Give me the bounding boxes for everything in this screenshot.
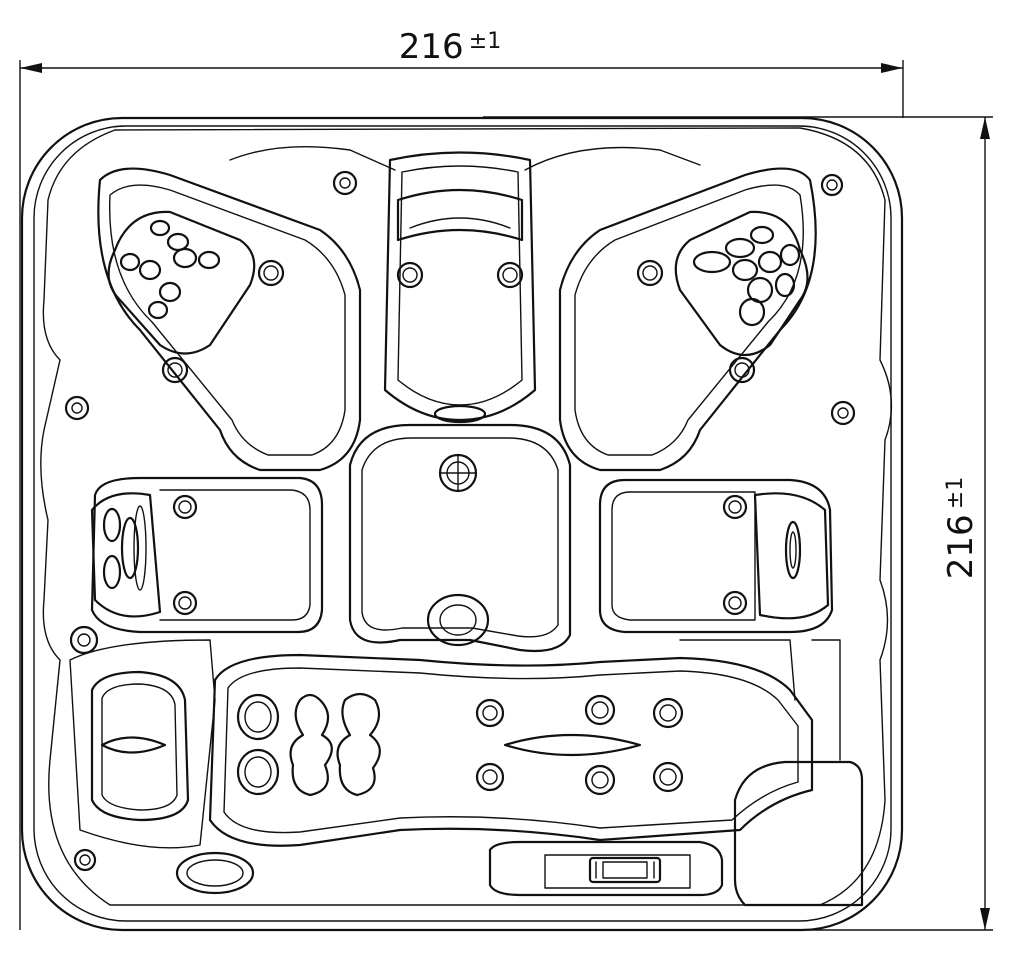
- seat-top-left-corner: [97, 167, 362, 472]
- svg-text:216 ±1: 216 ±1: [399, 27, 501, 67]
- seat-lounger: [208, 653, 814, 847]
- depth-dimension-value: 216: [941, 514, 981, 579]
- bottom-filter: [175, 851, 255, 895]
- headrest-top-center: [396, 188, 524, 242]
- spa-shell-outline: [20, 116, 904, 932]
- cup-holders: [64, 170, 856, 872]
- depth-dimension: 216 ±1: [483, 116, 993, 931]
- headrest-jets-top-right: [674, 210, 809, 357]
- control-panel[interactable]: [488, 840, 724, 897]
- seat-top-center: [229, 145, 701, 424]
- seat-bottom-left-pillow: [69, 639, 216, 849]
- headrest-jets-top-left: [107, 210, 256, 355]
- center-footwell: [348, 423, 572, 653]
- svg-text:216 ±1: 216 ±1: [941, 477, 981, 579]
- headrest-left-side: [90, 492, 162, 618]
- depth-dimension-tolerance: ±1: [943, 477, 968, 509]
- seat-left-side: [90, 476, 324, 634]
- seat-right-side: [598, 478, 834, 634]
- center-jet: [426, 593, 490, 647]
- width-dimension-tolerance: ±1: [469, 29, 501, 54]
- width-dimension: 216 ±1: [19, 27, 904, 930]
- keypad-icon[interactable]: [588, 856, 662, 884]
- headrest-right-side: [753, 492, 830, 620]
- seat-top-right-corner: [558, 167, 817, 472]
- width-dimension-value: 216: [399, 27, 464, 67]
- entry-step: [679, 639, 864, 907]
